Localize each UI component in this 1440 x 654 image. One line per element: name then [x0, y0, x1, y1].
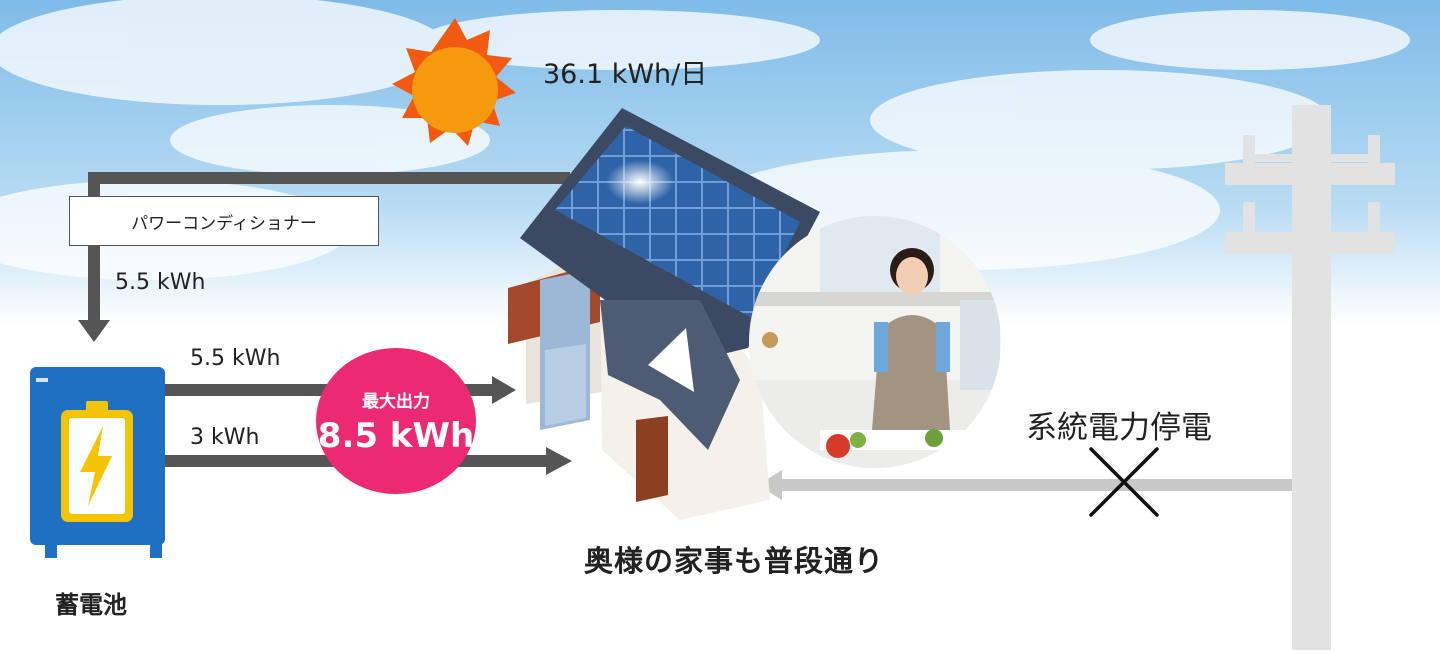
lightning-icon [80, 426, 112, 506]
grid-arrow [758, 470, 1292, 500]
utility-pole-icon [1225, 105, 1395, 650]
battery-label: 蓄電池 [55, 591, 127, 619]
house-door [636, 416, 668, 502]
battery-line-a-label: 5.5 kWh [190, 346, 281, 371]
grid-outage-label: 系統電力停電 [1026, 410, 1212, 446]
max-output-label: 最大出力 [362, 391, 430, 412]
solar-output-label: 36.1 kWh/日 [543, 59, 708, 90]
pcs-output-label: 5.5 kWh [115, 270, 206, 295]
dormer [648, 328, 694, 392]
sun-icon [392, 18, 516, 146]
power-conditioner-box: パワーコンディショナー [69, 196, 379, 246]
house-caption: 奥様の家事も普段通り [584, 544, 885, 578]
battery-icon [30, 367, 165, 558]
max-output-badge: 最大出力 8.5 kWh [316, 348, 476, 494]
max-output-value: 8.5 kWh [317, 415, 475, 456]
house-icon [508, 108, 820, 520]
battery-line-b-label: 3 kWh [190, 425, 260, 450]
cross-icon [1089, 447, 1159, 517]
kitchen-photo [749, 216, 1001, 468]
power-conditioner-label: パワーコンディショナー [131, 213, 317, 234]
